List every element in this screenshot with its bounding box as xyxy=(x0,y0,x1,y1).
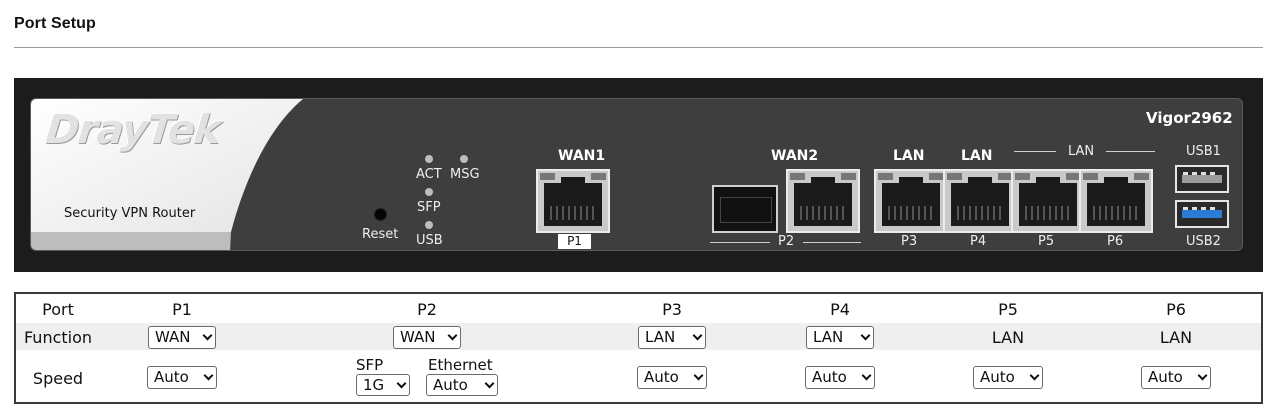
led-sfp-label: SFP xyxy=(417,200,441,215)
led-act-indicator xyxy=(425,155,433,163)
chevron-down-icon xyxy=(396,378,407,388)
port-p4-label: P4 xyxy=(970,234,987,249)
p2-function-select[interactable]: WAN xyxy=(393,325,461,349)
chevron-down-icon xyxy=(484,378,495,388)
led-usb-indicator xyxy=(425,221,433,229)
led-usb-label: USB xyxy=(416,233,443,248)
p2-group-line-left xyxy=(710,242,770,243)
p5-speed-select[interactable]: Auto xyxy=(973,365,1043,389)
port-settings-table: Port P1 P2 P3 P4 P5 P6 Function WAN WAN … xyxy=(14,292,1263,404)
p1-speed-cell: Auto xyxy=(100,365,264,389)
wan1-title: WAN1 xyxy=(558,148,606,164)
chevron-down-icon xyxy=(861,370,872,380)
p6-speed-cell: Auto xyxy=(1093,365,1259,389)
led-msg-indicator xyxy=(460,155,468,163)
lan-group-line-right xyxy=(1106,151,1155,152)
port-p4-rj45[interactable] xyxy=(943,169,1017,233)
chevron-down-icon xyxy=(202,330,213,340)
p2-ethernet-speed-select[interactable]: Auto xyxy=(426,374,498,396)
p6-function-value: LAN xyxy=(1159,327,1193,347)
wan2-title: WAN2 xyxy=(771,148,819,164)
brand-logo: DrayTek xyxy=(43,107,223,153)
led-act-label: ACT xyxy=(416,167,442,182)
router-front-panel: DrayTek Security VPN Router Vigor2962 AC… xyxy=(14,78,1263,272)
port-p2-label: P2 xyxy=(778,234,795,249)
p3-function-select[interactable]: LAN xyxy=(638,325,706,349)
header-p4: P4 xyxy=(830,299,850,319)
p4-function-select[interactable]: LAN xyxy=(806,325,874,349)
chevron-down-icon xyxy=(447,330,458,340)
function-row-label: Function xyxy=(23,327,93,347)
header-port: Port xyxy=(42,299,74,319)
lan-group-title: LAN xyxy=(1068,144,1095,159)
p5-function-value: LAN xyxy=(991,327,1025,347)
lan-p4-title: LAN xyxy=(961,148,993,164)
header-p3: P3 xyxy=(662,299,682,319)
router-tagline: Security VPN Router xyxy=(64,206,196,221)
reset-label: Reset xyxy=(362,227,399,242)
port-p3-rj45[interactable] xyxy=(874,169,948,233)
chevron-down-icon xyxy=(1029,370,1040,380)
p3-function-cell: LAN xyxy=(589,325,755,349)
p6-speed-select[interactable]: Auto xyxy=(1141,365,1211,389)
p5-speed-cell: Auto xyxy=(925,365,1091,389)
chevron-down-icon xyxy=(860,330,871,340)
p2-sfp-speed-select[interactable]: 1G xyxy=(356,374,410,396)
model-name: Vigor2962 xyxy=(1146,109,1233,127)
p3-speed-cell: Auto xyxy=(589,365,755,389)
p4-speed-cell: Auto xyxy=(757,365,923,389)
header-p1: P1 xyxy=(172,299,192,319)
chevron-down-icon xyxy=(692,330,703,340)
port-p2-rj45[interactable] xyxy=(786,169,860,233)
p1-speed-select[interactable]: Auto xyxy=(147,365,217,389)
p2-function-cell: WAN xyxy=(266,325,588,349)
usb1-port[interactable] xyxy=(1175,165,1229,193)
p3-speed-select[interactable]: Auto xyxy=(637,365,707,389)
reset-button[interactable] xyxy=(374,208,387,221)
port-p6-label: P6 xyxy=(1107,234,1124,249)
port-p1-rj45[interactable] xyxy=(536,169,610,233)
usb1-title: USB1 xyxy=(1186,144,1221,159)
port-p5-label: P5 xyxy=(1038,234,1055,249)
p2-ethernet-label: Ethernet xyxy=(428,356,493,374)
led-msg-label: MSG xyxy=(450,167,480,182)
p2-group-line-right xyxy=(803,242,861,243)
title-divider xyxy=(14,47,1263,48)
header-p5: P5 xyxy=(998,299,1018,319)
p4-function-cell: LAN xyxy=(757,325,923,349)
port-p6-rj45[interactable] xyxy=(1079,169,1153,233)
lan-group-line-left xyxy=(1014,151,1056,152)
p4-speed-select[interactable]: Auto xyxy=(805,365,875,389)
p1-function-cell: WAN xyxy=(100,325,264,349)
lan-p3-title: LAN xyxy=(893,148,925,164)
port-p1-label: P1 xyxy=(558,234,591,249)
usb2-port[interactable] xyxy=(1175,200,1229,228)
port-p5-rj45[interactable] xyxy=(1011,169,1085,233)
speed-row-label: Speed xyxy=(32,368,84,388)
chevron-down-icon xyxy=(693,370,704,380)
p2-sfp-label: SFP xyxy=(356,356,384,374)
usb2-title: USB2 xyxy=(1186,234,1221,249)
chevron-down-icon xyxy=(1197,370,1208,380)
header-p2: P2 xyxy=(417,299,437,319)
chevron-down-icon xyxy=(203,370,214,380)
router-body: DrayTek Security VPN Router Vigor2962 AC… xyxy=(30,98,1243,251)
port-p2-sfp-cage[interactable] xyxy=(712,185,778,233)
header-p6: P6 xyxy=(1166,299,1186,319)
port-p3-label: P3 xyxy=(901,234,918,249)
logo-panel: DrayTek Security VPN Router xyxy=(31,99,306,250)
p1-function-select[interactable]: WAN xyxy=(148,325,216,349)
page-title: Port Setup xyxy=(14,15,96,32)
led-sfp-indicator xyxy=(425,188,433,196)
